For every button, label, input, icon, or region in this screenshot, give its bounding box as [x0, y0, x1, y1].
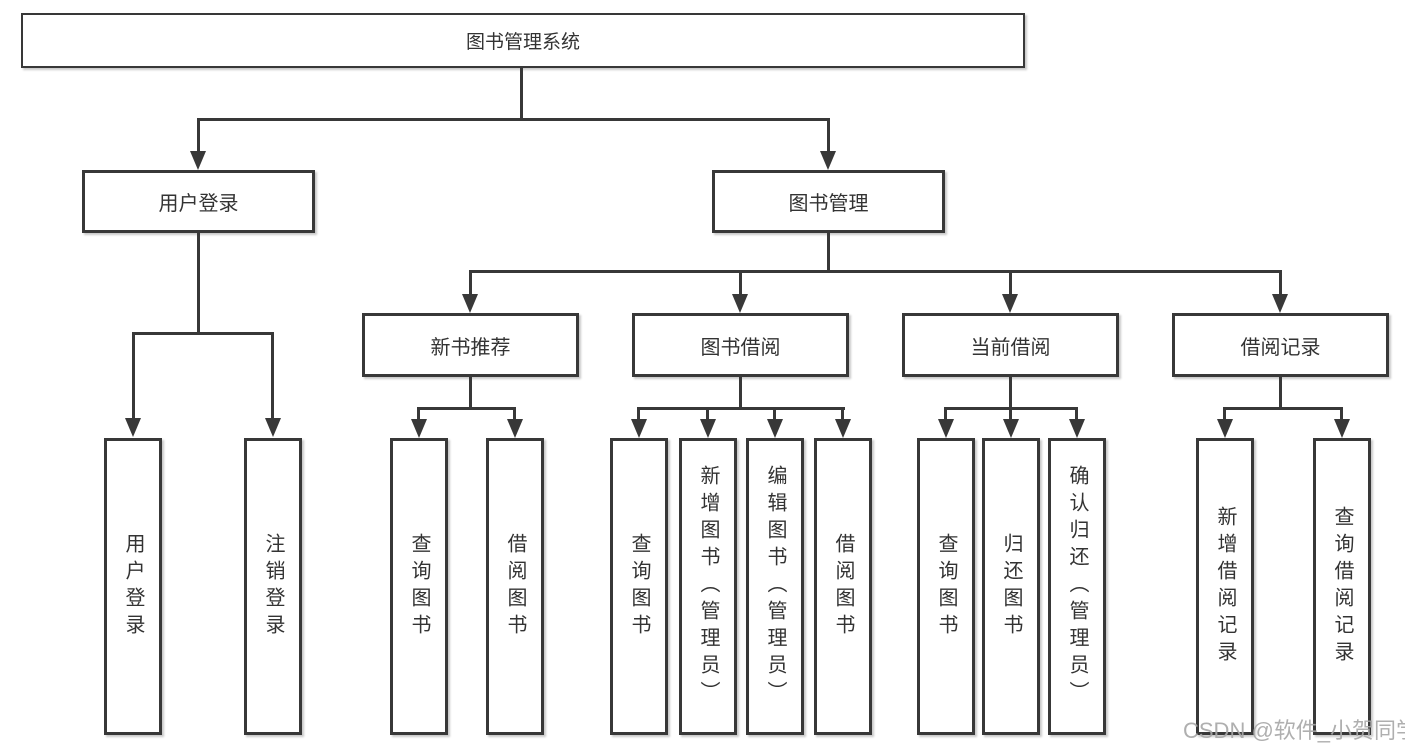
leaf-label: 注销登录 [262, 532, 284, 641]
leaf-label: 借阅图书 [832, 532, 854, 641]
watermark: CSDN @软件_小贺同学 [1183, 718, 1405, 743]
connector-line [197, 118, 830, 121]
leaf-return-books: 归还图书 [982, 438, 1040, 735]
connector-line [132, 332, 274, 335]
node-book-management: 图书管理 [712, 170, 945, 233]
leaf-add-borrow-record: 新增借阅记录 [1196, 438, 1254, 735]
node-current-borrowing: 当前借阅 [902, 313, 1119, 377]
arrow-down-icon [1003, 419, 1019, 438]
connector-line [469, 270, 1282, 273]
leaf-add-book-admin: 新增图书（管理员） [679, 438, 737, 735]
connector-line [132, 332, 135, 419]
connector-line [827, 233, 830, 273]
arrow-down-icon [631, 419, 647, 438]
node-borrowing-records: 借阅记录 [1172, 313, 1389, 377]
leaf-label: 查询借阅记录 [1331, 505, 1353, 668]
leaf-label: 新增图书（管理员） [697, 465, 719, 708]
connector-line [1340, 407, 1343, 420]
leaf-user-login: 用户登录 [104, 438, 162, 735]
connector-line [739, 270, 742, 295]
leaf-borrow-books-recommend: 借阅图书 [486, 438, 544, 735]
leaf-label: 查询图书 [408, 532, 430, 641]
arrow-down-icon [411, 419, 427, 438]
connector-line [1009, 407, 1012, 420]
leaf-label: 确认归还（管理员） [1066, 465, 1088, 708]
arrow-down-icon [462, 294, 478, 313]
connector-line [1279, 377, 1282, 410]
leaf-label: 新增借阅记录 [1214, 505, 1236, 668]
connector-line [1009, 377, 1012, 410]
leaf-query-books-current: 查询图书 [917, 438, 975, 735]
connector-line [469, 377, 472, 410]
node-root: 图书管理系统 [21, 13, 1025, 68]
leaf-label: 查询图书 [628, 532, 650, 641]
leaf-borrow-books: 借阅图书 [814, 438, 872, 735]
connector-line [417, 407, 420, 420]
connector-line [637, 407, 640, 420]
connector-line [417, 407, 516, 410]
arrow-down-icon [700, 419, 716, 438]
arrow-down-icon [507, 419, 523, 438]
leaf-label: 查询图书 [935, 532, 957, 641]
leaf-query-books-recommend: 查询图书 [390, 438, 448, 735]
leaf-confirm-return-admin: 确认归还（管理员） [1048, 438, 1106, 735]
arrow-down-icon [1069, 419, 1085, 438]
arrow-down-icon [125, 418, 141, 437]
connector-line [1223, 407, 1342, 410]
connector-line [520, 68, 523, 120]
connector-line [739, 377, 742, 410]
arrow-down-icon [820, 151, 836, 170]
node-new-book-recommendation: 新书推荐 [362, 313, 579, 377]
leaf-label: 用户登录 [122, 532, 144, 641]
leaf-label: 编辑图书（管理员） [764, 465, 786, 708]
arrow-down-icon [265, 418, 281, 437]
leaf-label: 借阅图书 [504, 532, 526, 641]
node-user-login: 用户登录 [82, 170, 315, 233]
connector-line [944, 407, 947, 420]
connector-line [271, 332, 274, 419]
arrow-down-icon [938, 419, 954, 438]
connector-line [841, 407, 844, 420]
arrow-down-icon [190, 151, 206, 170]
leaf-query-books-borrowing: 查询图书 [610, 438, 668, 735]
connector-line [706, 407, 709, 420]
connector-line [1075, 407, 1078, 420]
arrow-down-icon [1002, 294, 1018, 313]
connector-line [1009, 270, 1012, 295]
connector-line [197, 233, 200, 335]
node-book-borrowing: 图书借阅 [632, 313, 849, 377]
leaf-query-borrow-record: 查询借阅记录 [1313, 438, 1371, 735]
connector-line [1279, 270, 1282, 295]
leaf-label: 归还图书 [1000, 532, 1022, 641]
connector-line [637, 407, 845, 410]
leaf-edit-book-admin: 编辑图书（管理员） [746, 438, 804, 735]
arrow-down-icon [1272, 294, 1288, 313]
connector-line [197, 118, 200, 152]
connector-line [827, 118, 830, 152]
arrow-down-icon [767, 419, 783, 438]
leaf-logout: 注销登录 [244, 438, 302, 735]
arrow-down-icon [1217, 419, 1233, 438]
connector-line [773, 407, 776, 420]
arrow-down-icon [835, 419, 851, 438]
connector-line [1223, 407, 1226, 420]
arrow-down-icon [732, 294, 748, 313]
connector-line [469, 270, 472, 295]
connector-line [513, 407, 516, 420]
arrow-down-icon [1334, 419, 1350, 438]
